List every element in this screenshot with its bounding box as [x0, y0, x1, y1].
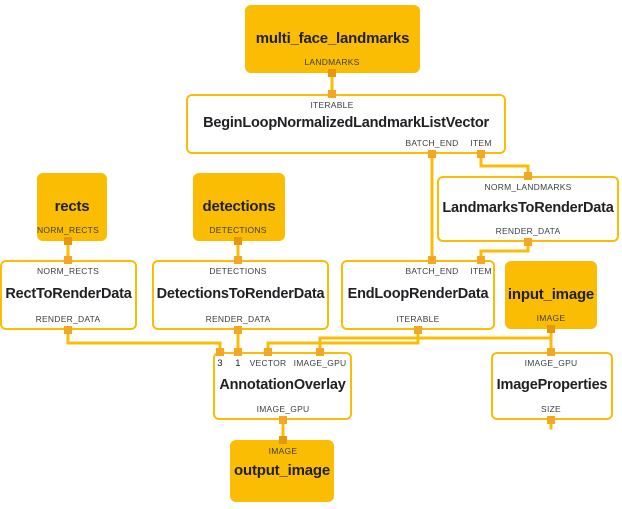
port-dot-output[interactable]: [524, 238, 532, 246]
port-label-input: ITEM: [470, 266, 492, 276]
node-title: EndLoopRenderData: [347, 286, 489, 303]
node-annotationoverlay[interactable]: AnnotationOverlay: [213, 352, 352, 420]
graph-edge: [479, 240, 530, 262]
port-label-output: BATCH_END: [405, 138, 459, 148]
port-label-output: IMAGE: [536, 313, 566, 323]
port-label-output: IMAGE_GPU: [256, 404, 310, 414]
node-title: rects: [54, 197, 90, 215]
node-title: RectToRenderData: [5, 286, 132, 303]
port-dot-output[interactable]: [547, 416, 555, 424]
node-title: output_image: [234, 461, 330, 479]
port-label-input: DETECTIONS: [209, 266, 267, 276]
port-dot-output[interactable]: [414, 326, 422, 334]
node-landmarkstorenderdata[interactable]: LandmarksToRenderData: [437, 176, 619, 242]
port-label-input: VECTOR: [249, 358, 287, 368]
port-dot-output[interactable]: [428, 150, 436, 158]
port-dot-input[interactable]: [428, 256, 436, 264]
node-title: ImageProperties: [496, 377, 608, 394]
node-multi-face-landmarks[interactable]: multi_face_landmarks: [245, 5, 420, 73]
port-dot-input[interactable]: [234, 348, 242, 356]
port-dot-input[interactable]: [477, 256, 485, 264]
port-dot-input[interactable]: [316, 348, 324, 356]
node-title: detections: [202, 197, 276, 215]
graph-edge: [266, 328, 420, 354]
port-dot-input[interactable]: [547, 348, 555, 356]
port-dot-input[interactable]: [524, 172, 532, 180]
port-label-output: LANDMARKS: [304, 57, 360, 67]
port-label-output: NORM_RECTS: [36, 225, 100, 235]
node-title: LandmarksToRenderData: [442, 200, 614, 217]
node-input-image[interactable]: input_image: [505, 261, 597, 329]
node-title: input_image: [507, 285, 595, 303]
node-endlooprenderdata[interactable]: EndLoopRenderData: [341, 260, 495, 330]
port-label-input: IMAGE_GPU: [524, 358, 578, 368]
port-dot-input[interactable]: [264, 348, 272, 356]
node-title: AnnotationOverlay: [219, 377, 346, 394]
node-title: DetectionsToRenderData: [156, 286, 325, 303]
port-dot-output[interactable]: [328, 69, 336, 77]
port-dot-input[interactable]: [234, 256, 242, 264]
port-label-input: 3: [217, 358, 223, 369]
port-label-input: BATCH_END: [405, 266, 459, 276]
port-label-output: DETECTIONS: [209, 225, 267, 235]
node-title: BeginLoopNormalizedLandmarkListVector: [203, 115, 489, 132]
port-label-output: RENDER_DATA: [35, 314, 101, 324]
port-dot-input[interactable]: [279, 436, 287, 444]
port-label-output: ITERABLE: [396, 314, 440, 324]
node-beginloopnormalizedlandmarklistvector[interactable]: BeginLoopNormalizedLandmarkListVector: [186, 94, 506, 154]
port-label-output: RENDER_DATA: [495, 226, 561, 236]
port-label-output: SIZE: [541, 404, 561, 414]
port-dot-output[interactable]: [234, 326, 242, 334]
port-label-input: ITERABLE: [310, 100, 354, 110]
port-dot-output[interactable]: [477, 150, 485, 158]
node-title: multi_face_landmarks: [255, 29, 410, 47]
port-label-input: NORM_RECTS: [36, 266, 100, 276]
port-label-output: ITEM: [470, 138, 492, 148]
port-dot-output[interactable]: [64, 326, 72, 334]
port-label-input: NORM_LANDMARKS: [484, 182, 572, 192]
port-label-input: IMAGE: [268, 446, 298, 456]
port-label-input: IMAGE_GPU: [293, 358, 347, 368]
port-dot-output[interactable]: [547, 325, 555, 333]
node-rects[interactable]: rects: [37, 173, 107, 241]
graph-edge: [66, 328, 222, 354]
port-label-output: RENDER_DATA: [205, 314, 271, 324]
port-dot-input[interactable]: [64, 256, 72, 264]
port-dot-output[interactable]: [234, 237, 242, 245]
node-detectionstorenderdata[interactable]: DetectionsToRenderData: [152, 260, 329, 330]
port-dot-output[interactable]: [64, 237, 72, 245]
graph-edge: [479, 152, 530, 178]
port-dot-output[interactable]: [279, 416, 287, 424]
port-dot-input[interactable]: [328, 90, 336, 98]
graph-edge: [318, 327, 553, 354]
node-detections[interactable]: detections: [193, 173, 285, 241]
port-label-input: 1: [235, 358, 241, 369]
port-dot-input[interactable]: [216, 348, 224, 356]
